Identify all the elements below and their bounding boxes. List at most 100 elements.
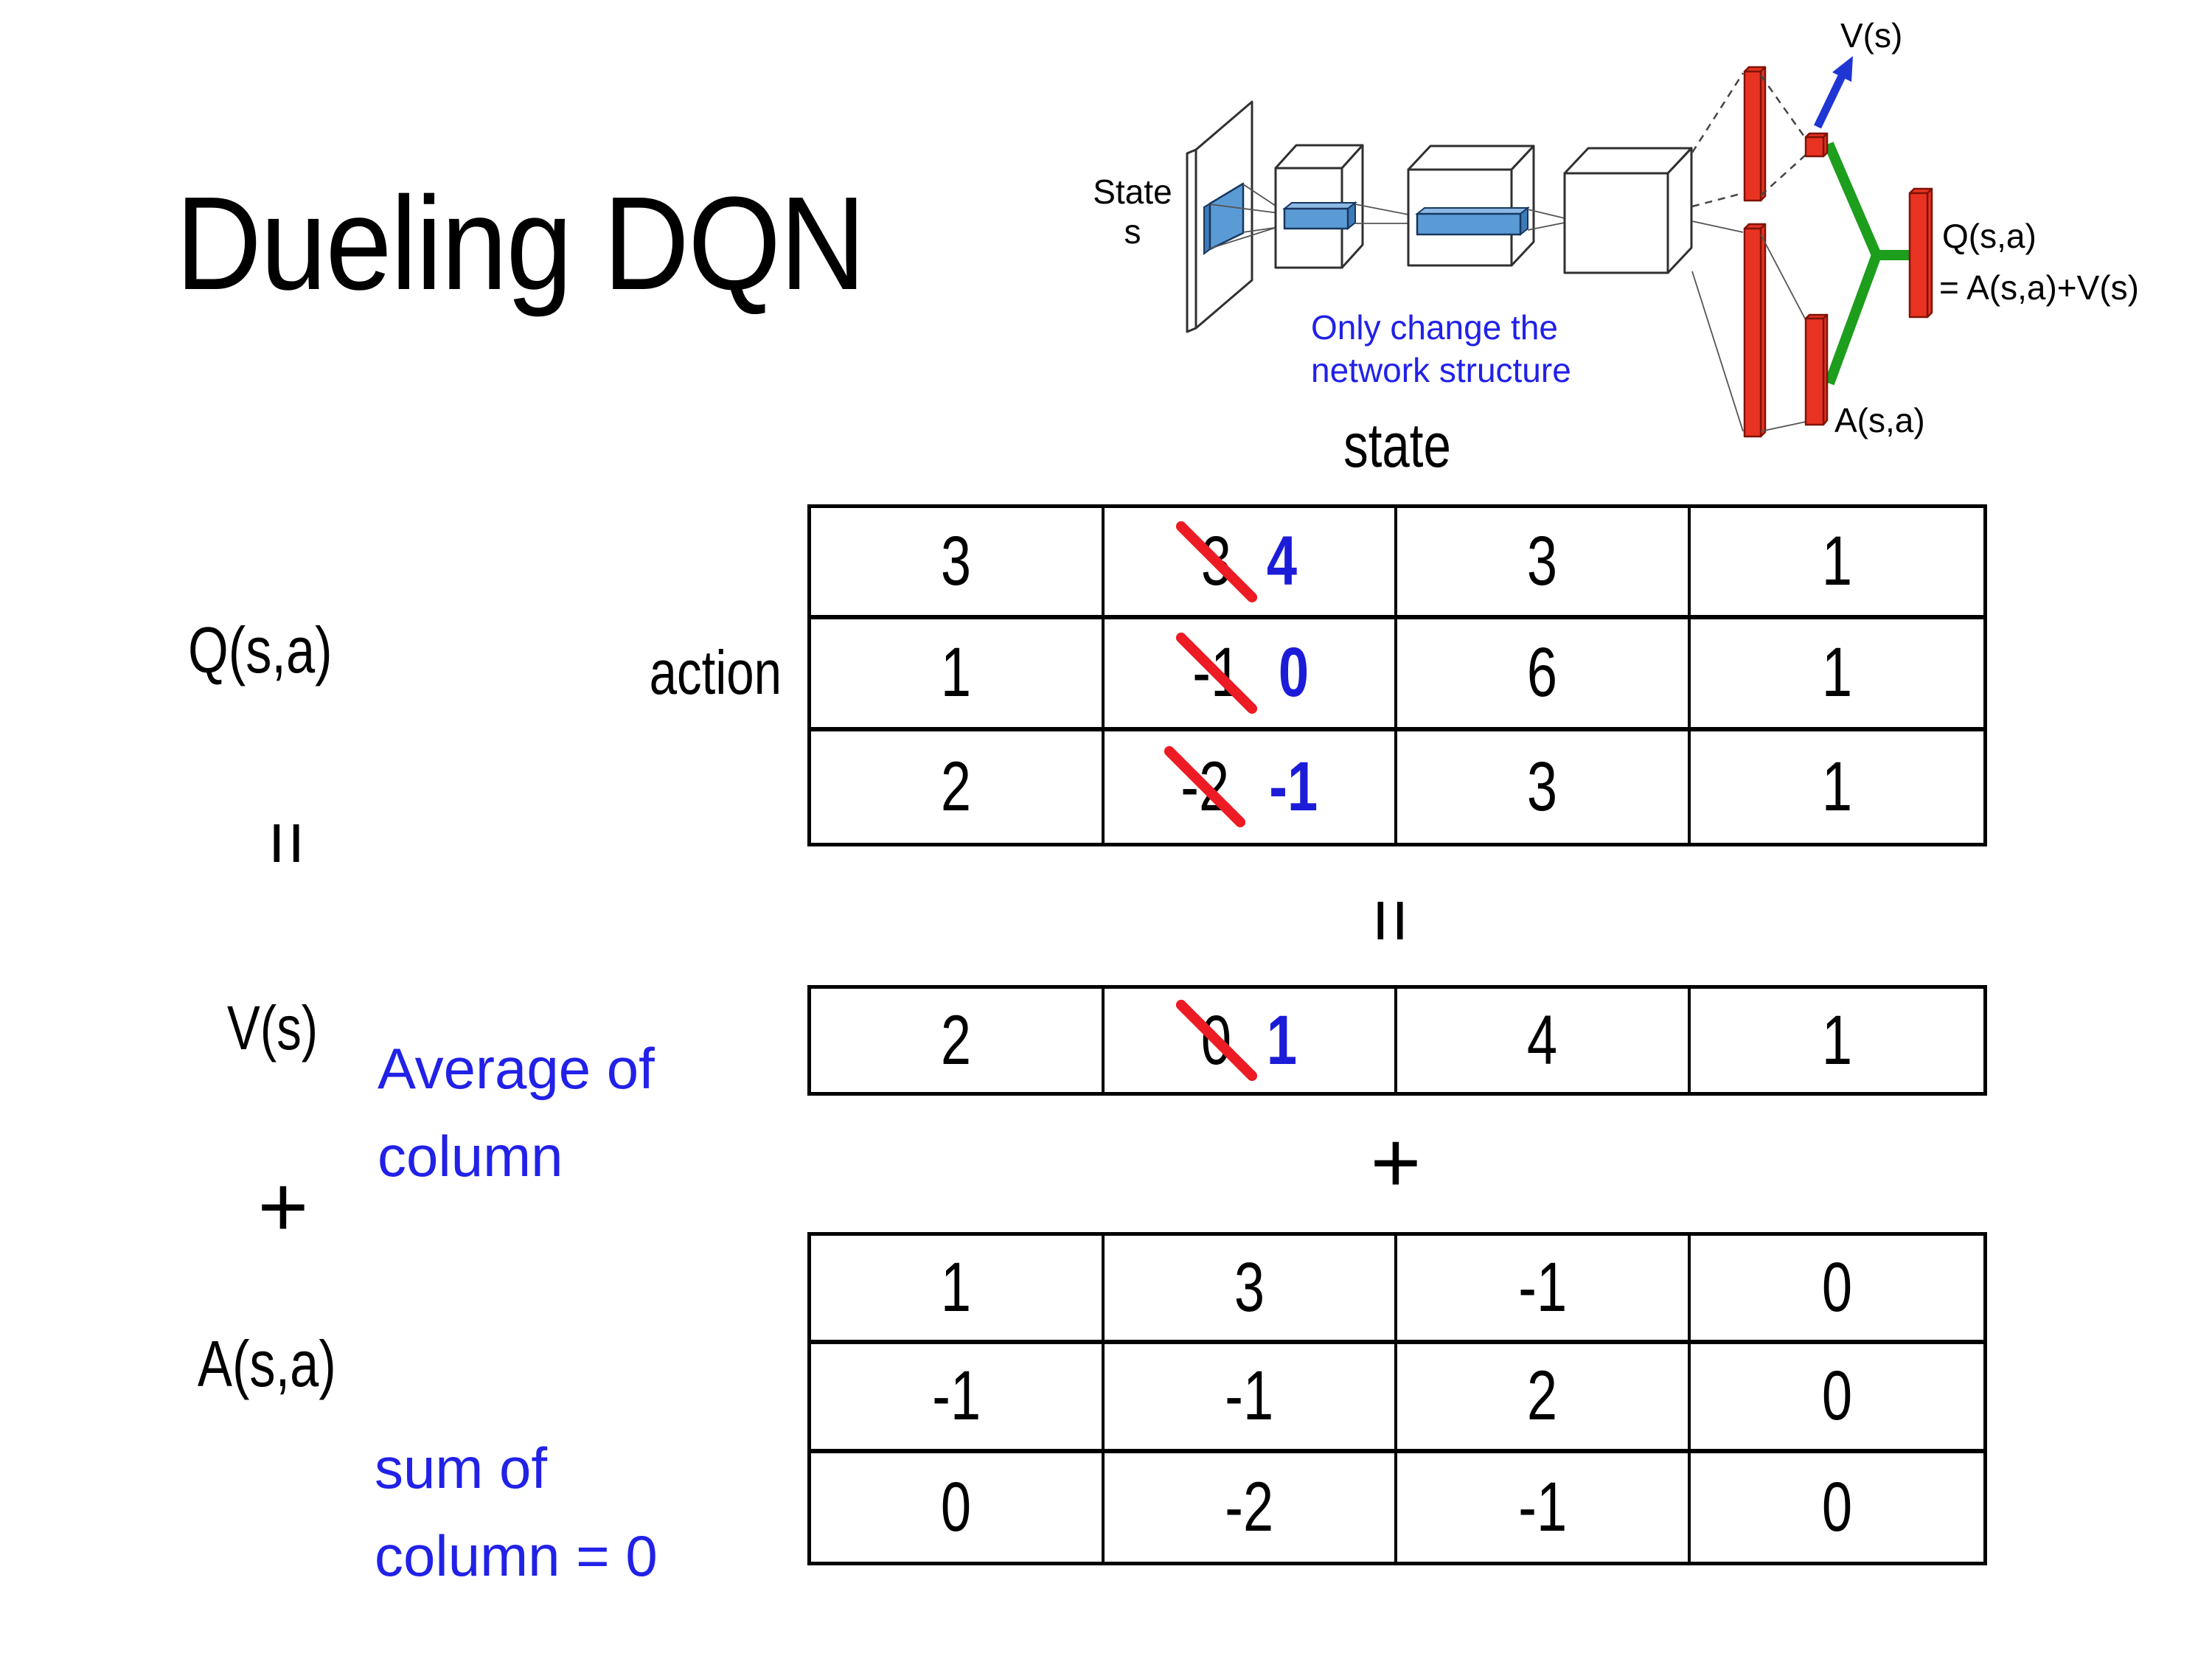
cell-value: 6 bbox=[1527, 633, 1558, 712]
a-table: 1 3 -1 0 -1 -1 2 0 0 -2 -1 0 bbox=[807, 1232, 1987, 1565]
q-table-cell: 1 bbox=[1691, 731, 1984, 843]
connector-line bbox=[1760, 234, 1806, 321]
old-value-wrap: 0 bbox=[1173, 998, 1259, 1083]
cell-value: -1 bbox=[1517, 1248, 1567, 1327]
diagram-note-line2: network structure bbox=[1311, 351, 1571, 389]
cell-value: 1 bbox=[1821, 1001, 1852, 1079]
a-matrix-label: A(s,a) bbox=[198, 1327, 336, 1400]
dashed-connector bbox=[1691, 72, 1745, 153]
cell-value: 1 bbox=[1821, 522, 1852, 601]
action-axis-label: action bbox=[649, 638, 782, 707]
q-table-cell: 1 bbox=[1690, 508, 1983, 620]
q-table-cell: 6 bbox=[1397, 619, 1691, 731]
cell-value: 0 bbox=[1821, 1467, 1852, 1546]
q-output-bar bbox=[1908, 192, 1929, 319]
a-table-cell: 0 bbox=[1690, 1236, 1983, 1345]
cell-value: -1 bbox=[1517, 1467, 1567, 1546]
v-table-cell: 4 bbox=[1397, 989, 1691, 1092]
q-table-cell-corrected: -2 -1 bbox=[1105, 731, 1397, 843]
v-node bbox=[1804, 136, 1825, 158]
v-matrix-label: V(s) bbox=[227, 993, 319, 1062]
cell-value: -2 bbox=[1225, 1467, 1274, 1546]
fc-box bbox=[1563, 172, 1669, 274]
a-table-cell: -2 bbox=[1105, 1453, 1397, 1562]
cell-value: 4 bbox=[1527, 1001, 1558, 1079]
q-table-cell: 1 bbox=[811, 619, 1105, 731]
dashed-connector bbox=[1760, 154, 1806, 196]
cell-value: 1 bbox=[1821, 747, 1852, 826]
dueling-network-diagram: V(s) State s Only change the network str… bbox=[1093, 16, 2139, 439]
a-table-cell: 0 bbox=[1690, 1344, 1983, 1453]
equals-sign-left: = bbox=[232, 799, 343, 887]
dashed-connector bbox=[1691, 192, 1744, 208]
connector-line bbox=[1209, 204, 1285, 215]
q-table-cell-corrected: -1 0 bbox=[1104, 619, 1397, 731]
cell-value: 2 bbox=[941, 747, 972, 826]
a-table-cell: -1 bbox=[1104, 1344, 1397, 1453]
a-table-cell: -1 bbox=[1397, 1236, 1691, 1345]
cell-value: 2 bbox=[1527, 1357, 1558, 1436]
a-table-cell: 1 bbox=[811, 1236, 1105, 1345]
old-value-wrap: -1 bbox=[1173, 630, 1259, 716]
equals-glyph: = bbox=[1348, 897, 1435, 943]
cell-value: 3 bbox=[1527, 747, 1558, 826]
a-table-cell: -1 bbox=[811, 1344, 1105, 1453]
v-table: 2 0 1 4 1 bbox=[807, 985, 1987, 1096]
connector-line bbox=[1691, 271, 1744, 432]
cell-value: 2 bbox=[941, 1001, 972, 1079]
v-table-cell-corrected: 0 1 bbox=[1105, 989, 1397, 1092]
old-value-wrap: 3 bbox=[1173, 518, 1259, 605]
a-table-cell: -1 bbox=[1397, 1453, 1691, 1562]
cell-value: 3 bbox=[1527, 522, 1558, 601]
connector-line bbox=[1760, 421, 1806, 432]
a-table-cell: 2 bbox=[1397, 1344, 1691, 1453]
cell-value: 3 bbox=[941, 522, 972, 601]
cell-value: 0 bbox=[1821, 1248, 1852, 1327]
connector-line bbox=[1209, 224, 1285, 249]
plus-sign-left: + bbox=[257, 1158, 309, 1256]
a-table-cell: 0 bbox=[1691, 1453, 1984, 1562]
corrected-value: 4 bbox=[1267, 522, 1298, 601]
v-arrow bbox=[1814, 68, 1848, 129]
diagram-vs-label: V(s) bbox=[1840, 16, 1902, 55]
diagram-a-label: A(s,a) bbox=[1834, 401, 1925, 439]
v-annotation-line1: Average of bbox=[378, 1036, 655, 1101]
a-annotation-line2: column = 0 bbox=[375, 1523, 658, 1588]
merge-branch-advantage bbox=[1824, 253, 1882, 386]
value-stream-bar bbox=[1743, 70, 1762, 202]
a-output-bar bbox=[1804, 317, 1825, 426]
q-table-cell: 3 bbox=[1397, 731, 1691, 843]
input-plane-side bbox=[1186, 148, 1197, 333]
diagram-q-label-line1: Q(s,a) bbox=[1942, 217, 2037, 255]
advantage-stream-bar bbox=[1743, 227, 1762, 438]
q-matrix-label: Q(s,a) bbox=[188, 613, 333, 686]
q-table-cell: 2 bbox=[811, 731, 1105, 843]
corrected-value: 0 bbox=[1278, 633, 1310, 712]
connector-line bbox=[1691, 220, 1744, 233]
connector-line bbox=[1354, 204, 1416, 217]
a-table-cell: 0 bbox=[811, 1453, 1105, 1562]
corrected-value: 1 bbox=[1267, 1001, 1298, 1079]
q-table: 3 3 4 3 1 1 -1 0 6 1 2 -2 -1 3 1 bbox=[807, 504, 1987, 846]
plus-sign-center: + bbox=[1370, 1114, 1422, 1211]
old-value-wrap: -2 bbox=[1162, 744, 1248, 830]
v-arrow-head bbox=[1832, 56, 1853, 82]
diagram-q-label-line2: = A(s,a)+V(s) bbox=[1939, 268, 2139, 307]
equals-sign-center: = bbox=[1336, 876, 1447, 964]
cell-value: 3 bbox=[1234, 1248, 1265, 1327]
cell-value: 0 bbox=[941, 1467, 972, 1546]
v-table-cell: 2 bbox=[811, 989, 1105, 1092]
slide-title: Dueling DQN bbox=[175, 170, 866, 318]
conv-slab1 bbox=[1208, 182, 1245, 251]
cell-value: 1 bbox=[941, 633, 972, 712]
q-table-cell-corrected: 3 4 bbox=[1104, 508, 1397, 620]
a-annotation: sum of column = 0 bbox=[375, 1425, 658, 1599]
diagram-note-line1: Only change the bbox=[1311, 308, 1558, 347]
merge-branch-value bbox=[1823, 142, 1882, 257]
cell-value: -1 bbox=[1225, 1357, 1274, 1436]
a-table-cell: 3 bbox=[1104, 1236, 1397, 1345]
state-axis-label: state bbox=[1343, 411, 1451, 480]
v-table-cell: 1 bbox=[1691, 989, 1984, 1092]
v-annotation: Average of column bbox=[378, 1025, 655, 1200]
